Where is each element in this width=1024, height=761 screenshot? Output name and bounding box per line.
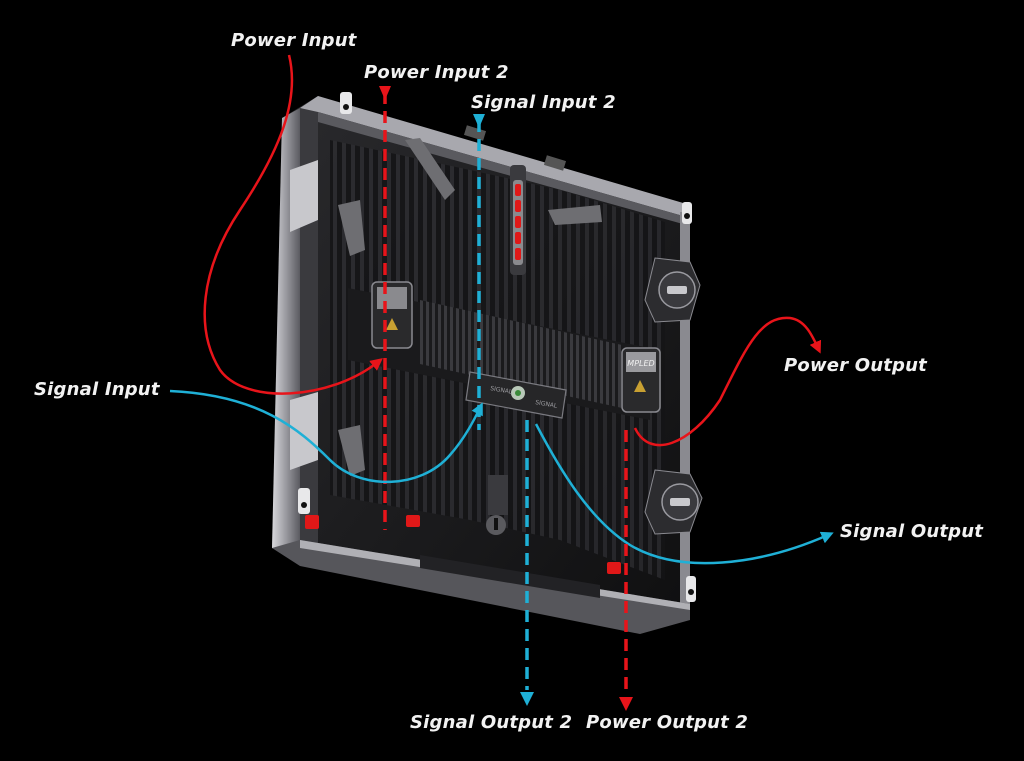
label-signal-output-2: Signal Output 2 (410, 712, 573, 733)
signal-port-label-2: SIGNAL (535, 399, 559, 410)
signal-input-line (169, 389, 483, 484)
locking-dial-upper (644, 257, 701, 323)
locking-dial-lower (644, 469, 703, 535)
power-output-line (633, 316, 822, 447)
signal-input-2-arrow (473, 114, 485, 128)
label-power-output-2: Power Output 2 (586, 712, 749, 733)
label-signal-input: Signal Input (34, 379, 160, 400)
label-power-input-2: Power Input 2 (364, 62, 509, 83)
connection-lines (169, 54, 834, 711)
control-box: MPLED SIGNAL SIGNAL (348, 281, 661, 420)
label-signal-output: Signal Output (840, 521, 984, 542)
frame-bottom-rail (272, 540, 690, 634)
label-signal-input-2: Signal Input 2 (471, 92, 616, 113)
frame-top-rail (300, 96, 690, 218)
label-power-input: Power Input (231, 30, 357, 51)
power-module-left (371, 281, 413, 349)
signal-output-line (534, 423, 834, 565)
power-input-line (203, 54, 383, 395)
red-clips (305, 515, 621, 574)
brand-label: MPLED (627, 359, 654, 368)
signal-port-panel: SIGNAL SIGNAL (465, 371, 567, 419)
signal-port-label-1: SIGNAL (490, 385, 514, 396)
power-output-2-arrow (619, 697, 633, 711)
indicator-bar (510, 165, 526, 275)
power-input-2-arrow (379, 86, 391, 100)
signal-output-2-arrow (520, 692, 534, 706)
handles (338, 138, 602, 476)
label-power-output: Power Output (784, 355, 927, 376)
power-module-right: MPLED (621, 347, 661, 413)
led-cabinet: MPLED SIGNAL SIGNAL (272, 92, 703, 634)
